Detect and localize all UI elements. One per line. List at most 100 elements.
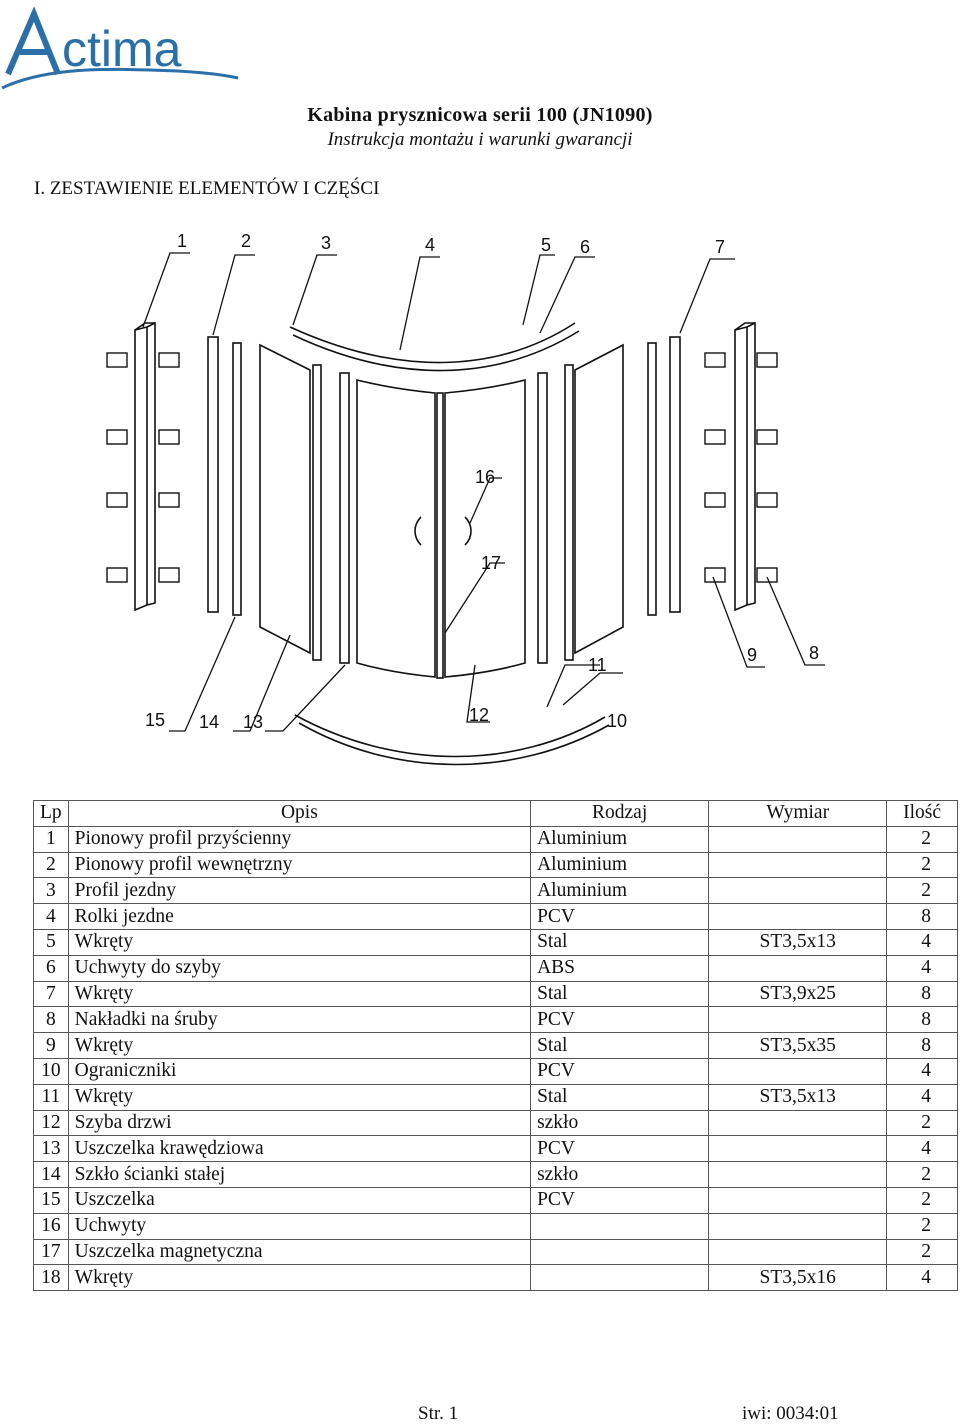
row-ilosc: 2 — [886, 1212, 958, 1240]
row-rodzaj: ABS — [530, 954, 710, 982]
callout-11: 11 — [588, 655, 607, 675]
row-ilosc: 2 — [886, 825, 958, 853]
door-handle-left — [414, 516, 422, 546]
row-rodzaj: Stal — [530, 1032, 710, 1059]
bottom-track — [294, 714, 610, 766]
row-opis: Wkręty — [67, 1264, 532, 1292]
row-opis: Wkręty — [67, 928, 532, 956]
right-door-glass — [444, 378, 526, 678]
row-wymiar — [708, 903, 888, 930]
row-opis: Uchwyty do szyby — [67, 954, 532, 982]
row-wymiar — [708, 1238, 888, 1266]
row-lp: 2 — [33, 851, 69, 879]
row-rodzaj — [530, 1238, 710, 1266]
row-lp: 4 — [33, 903, 69, 930]
callout-14: 14 — [199, 712, 219, 732]
row-wymiar — [708, 877, 888, 905]
top-track — [289, 322, 580, 372]
row-ilosc: 2 — [886, 877, 958, 905]
row-wymiar: ST3,5x13 — [708, 928, 888, 956]
callout-9: 9 — [747, 645, 757, 665]
row-rodzaj: PCV — [530, 903, 710, 930]
row-opis: Pionowy profil przyścienny — [67, 825, 532, 853]
callout-8: 8 — [809, 643, 819, 663]
row-lp: 12 — [33, 1109, 69, 1137]
actima-logo: ctima — [1, 6, 239, 90]
row-opis: Szyba drzwi — [67, 1109, 532, 1137]
row-ilosc: 8 — [886, 980, 958, 1008]
row-ilosc: 2 — [886, 1186, 958, 1214]
row-wymiar: ST3,5x16 — [708, 1264, 888, 1292]
row-opis: Pionowy profil wewnętrzny — [67, 851, 532, 879]
callout-7: 7 — [715, 237, 725, 257]
row-rodzaj: Aluminium — [530, 877, 710, 905]
row-lp: 5 — [33, 928, 69, 956]
row-lp: 10 — [33, 1057, 69, 1085]
row-rodzaj: Stal — [530, 980, 710, 1008]
door-handle-right — [464, 516, 472, 546]
row-lp: 7 — [33, 980, 69, 1008]
left-fixed-glass — [259, 343, 311, 655]
callout-13: 13 — [243, 712, 263, 732]
row-lp: 15 — [33, 1186, 69, 1214]
callout-1: 1 — [177, 231, 187, 251]
row-ilosc: 2 — [886, 1109, 958, 1137]
document-subtitle: Instrukcja montażu i warunki gwarancji — [327, 129, 633, 150]
col-ilosc: Ilość — [886, 800, 958, 827]
row-rodzaj: Stal — [530, 928, 710, 956]
row-lp: 6 — [33, 954, 69, 982]
row-rodzaj: Aluminium — [530, 825, 710, 853]
callout-15: 15 — [145, 710, 165, 730]
row-wymiar — [708, 1109, 888, 1137]
right-fixed-glass — [574, 343, 624, 655]
logo-wordmark: ctima — [62, 21, 182, 77]
row-rodzaj: PCV — [530, 1057, 710, 1085]
row-wymiar — [708, 1161, 888, 1188]
row-ilosc: 8 — [886, 1006, 958, 1034]
row-rodzaj — [530, 1212, 710, 1240]
callout-6: 6 — [580, 237, 590, 257]
row-opis: Rolki jezdne — [67, 903, 532, 930]
row-wymiar — [708, 1006, 888, 1034]
row-ilosc: 2 — [886, 1238, 958, 1266]
row-ilosc: 4 — [886, 1057, 958, 1085]
row-ilosc: 8 — [886, 1032, 958, 1059]
col-rodzaj: Rodzaj — [530, 800, 710, 827]
row-opis: Wkręty — [67, 1032, 532, 1059]
col-opis: Opis — [67, 800, 532, 827]
callout-16: 16 — [475, 467, 495, 487]
row-rodzaj: PCV — [530, 1186, 710, 1214]
section-title: I. ZESTAWIENIE ELEMENTÓW I CZĘŚCI — [34, 178, 380, 199]
row-wymiar — [708, 954, 888, 982]
row-wymiar — [708, 1057, 888, 1085]
row-rodzaj: Aluminium — [530, 851, 710, 879]
row-wymiar — [708, 1186, 888, 1214]
row-rodzaj: PCV — [530, 1135, 710, 1163]
document-code: iwi: 0034:01 — [742, 1403, 839, 1424]
row-rodzaj: PCV — [530, 1006, 710, 1034]
col-wymiar: Wymiar — [708, 800, 888, 827]
row-lp: 14 — [33, 1161, 69, 1188]
row-opis: Uszczelka — [67, 1186, 532, 1214]
callout-5: 5 — [541, 235, 551, 255]
row-rodzaj: szkło — [530, 1161, 710, 1188]
row-opis: Nakładki na śruby — [67, 1006, 532, 1034]
callout-4: 4 — [425, 235, 435, 255]
row-lp: 3 — [33, 877, 69, 905]
row-wymiar — [708, 825, 888, 853]
left-inner-profile — [207, 336, 242, 616]
row-opis: Profil jezdny — [67, 877, 532, 905]
row-wymiar: ST3,5x35 — [708, 1032, 888, 1059]
row-lp: 17 — [33, 1238, 69, 1266]
row-ilosc: 8 — [886, 903, 958, 930]
